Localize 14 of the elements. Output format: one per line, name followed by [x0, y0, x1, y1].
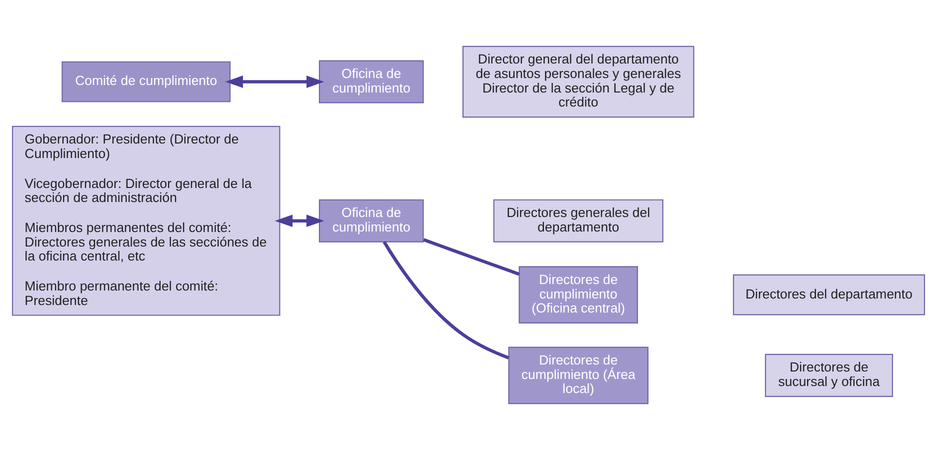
node-box: Oficina de cumplimiento: [318, 199, 424, 242]
node-box: Directores de cumplimiento (Oficina central): [518, 266, 638, 324]
connector: [423, 238, 520, 276]
arrow: [274, 214, 324, 228]
node-box: Directores generales del departamento: [493, 199, 664, 242]
node-box: Directores de sucursal y oficina: [764, 354, 894, 397]
arrow: [225, 76, 324, 88]
node-box: Director general del departamento de asuntos personales y generales Director de la sección Legal y de crédito: [462, 46, 694, 118]
connector: [382, 240, 510, 360]
node-box: Oficina de cumplimiento: [318, 60, 424, 104]
node-box: Directores del departamento: [732, 274, 926, 316]
node-box: Gobernador: Presidente (Director de Cumplimiento) Vicegobernador: Director general de la sección de administración Miembros permanentes del comité: Directores generales de las secciónes de la oficina central, etc Miembro permanente del comité: Presidente: [12, 126, 280, 316]
node-box: Directores de cumplimiento (Área local): [508, 346, 648, 404]
node-box: Comité de cumplimiento: [62, 61, 231, 102]
